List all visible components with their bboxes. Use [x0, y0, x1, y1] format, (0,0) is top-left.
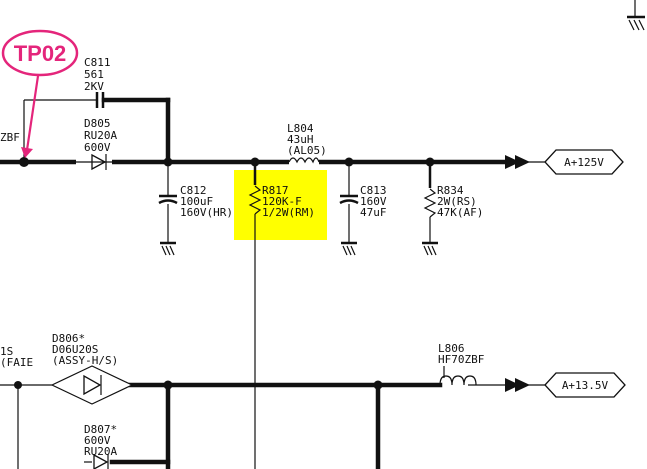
d806-note: (ASSY-H/S): [52, 354, 118, 367]
r817-resistor-symbol: [248, 185, 262, 215]
left-fragment-zbf: ZBF: [0, 131, 20, 144]
top-bus-arrow: [505, 155, 520, 169]
r834-ref: R834: [437, 184, 464, 197]
d807-rating: 600V: [84, 434, 111, 447]
ground-r834: [422, 241, 438, 256]
r817-labels: R817 120K-F 1/2W(RM): [262, 184, 315, 219]
rail-flag-a13-5v: A+13.5V: [544, 372, 626, 398]
r834-value: 47K(AF): [437, 206, 483, 219]
r817-ref: R817: [262, 184, 289, 197]
rail-label-a125v: A+125V: [564, 156, 604, 169]
l806-ref: L806: [438, 342, 465, 355]
l804-inductor-symbol: [288, 157, 320, 164]
l804-ref: L804: [287, 122, 314, 135]
tp02-label: TP02: [14, 41, 67, 66]
l804-value: 43uH: [287, 133, 314, 146]
l806-inductor-symbol: [439, 375, 477, 386]
d806-ref: D806*: [52, 332, 85, 345]
l806-labels: L806 HF70ZBF: [438, 342, 484, 366]
rail-label-a13-5v: A+13.5V: [562, 379, 609, 392]
c812-rating: 160V(HR): [180, 206, 233, 219]
ground-c813: [341, 241, 357, 256]
rail-flag-a125v: A+125V: [544, 149, 624, 175]
c811-rating: 2KV: [84, 80, 104, 93]
c813-rating: 160V: [360, 195, 387, 208]
c812-labels: C812 100uF 160V(HR): [180, 184, 233, 219]
bottom-bus-arrow-2: [515, 378, 530, 392]
r834-rating: 2W(RS): [437, 195, 477, 208]
c812-capacitor-symbol: [158, 194, 178, 205]
d807-diode-symbol: [93, 453, 109, 469]
l806-part: HF70ZBF: [438, 353, 484, 366]
l804-part: (AL05): [287, 144, 327, 157]
test-point-tp02: TP02: [1, 29, 79, 158]
d806-part: D06U20S: [52, 343, 98, 356]
d807-labels: D807* 600V RU20A: [84, 423, 117, 458]
c812-value: 100uF: [180, 195, 213, 208]
d807-part: RU20A: [84, 445, 117, 458]
d805-rating: 600V: [84, 141, 111, 154]
c811-labels: C811 561 2KV: [84, 56, 111, 93]
l804-labels: L804 43uH (AL05): [287, 122, 327, 157]
top-bus-arrow-2: [515, 155, 530, 169]
r834-labels: R834 2W(RS) 47K(AF): [437, 184, 483, 219]
ground-symbol-top-right: [627, 0, 645, 31]
r817-rating: 1/2W(RM): [262, 206, 315, 219]
c812-ref: C812: [180, 184, 207, 197]
d805-ref: D805: [84, 117, 111, 130]
c813-value: 47uF: [360, 206, 387, 219]
c811-ref: C811: [84, 56, 111, 69]
c813-capacitor-symbol: [339, 194, 359, 205]
r834-resistor-symbol: [423, 188, 437, 218]
d806-diode-symbol: [50, 365, 134, 405]
c813-labels: C813 160V 47uF: [360, 184, 387, 219]
c811-value: 561: [84, 68, 104, 81]
bottom-bus-arrow: [505, 378, 520, 392]
left-fragment-faie: (FAIE: [0, 356, 33, 369]
c813-ref: C813: [360, 184, 387, 197]
r817-value: 120K-F: [262, 195, 302, 208]
d805-labels: D805 RU20A 600V: [84, 117, 117, 154]
d805-diode-symbol: [91, 153, 107, 171]
d806-labels: D806* D06U20S (ASSY-H/S): [52, 332, 118, 367]
d805-part: RU20A: [84, 129, 117, 142]
ground-c812: [160, 241, 176, 256]
left-fragment-1s: 1S: [0, 345, 13, 358]
d807-ref: D807*: [84, 423, 117, 436]
